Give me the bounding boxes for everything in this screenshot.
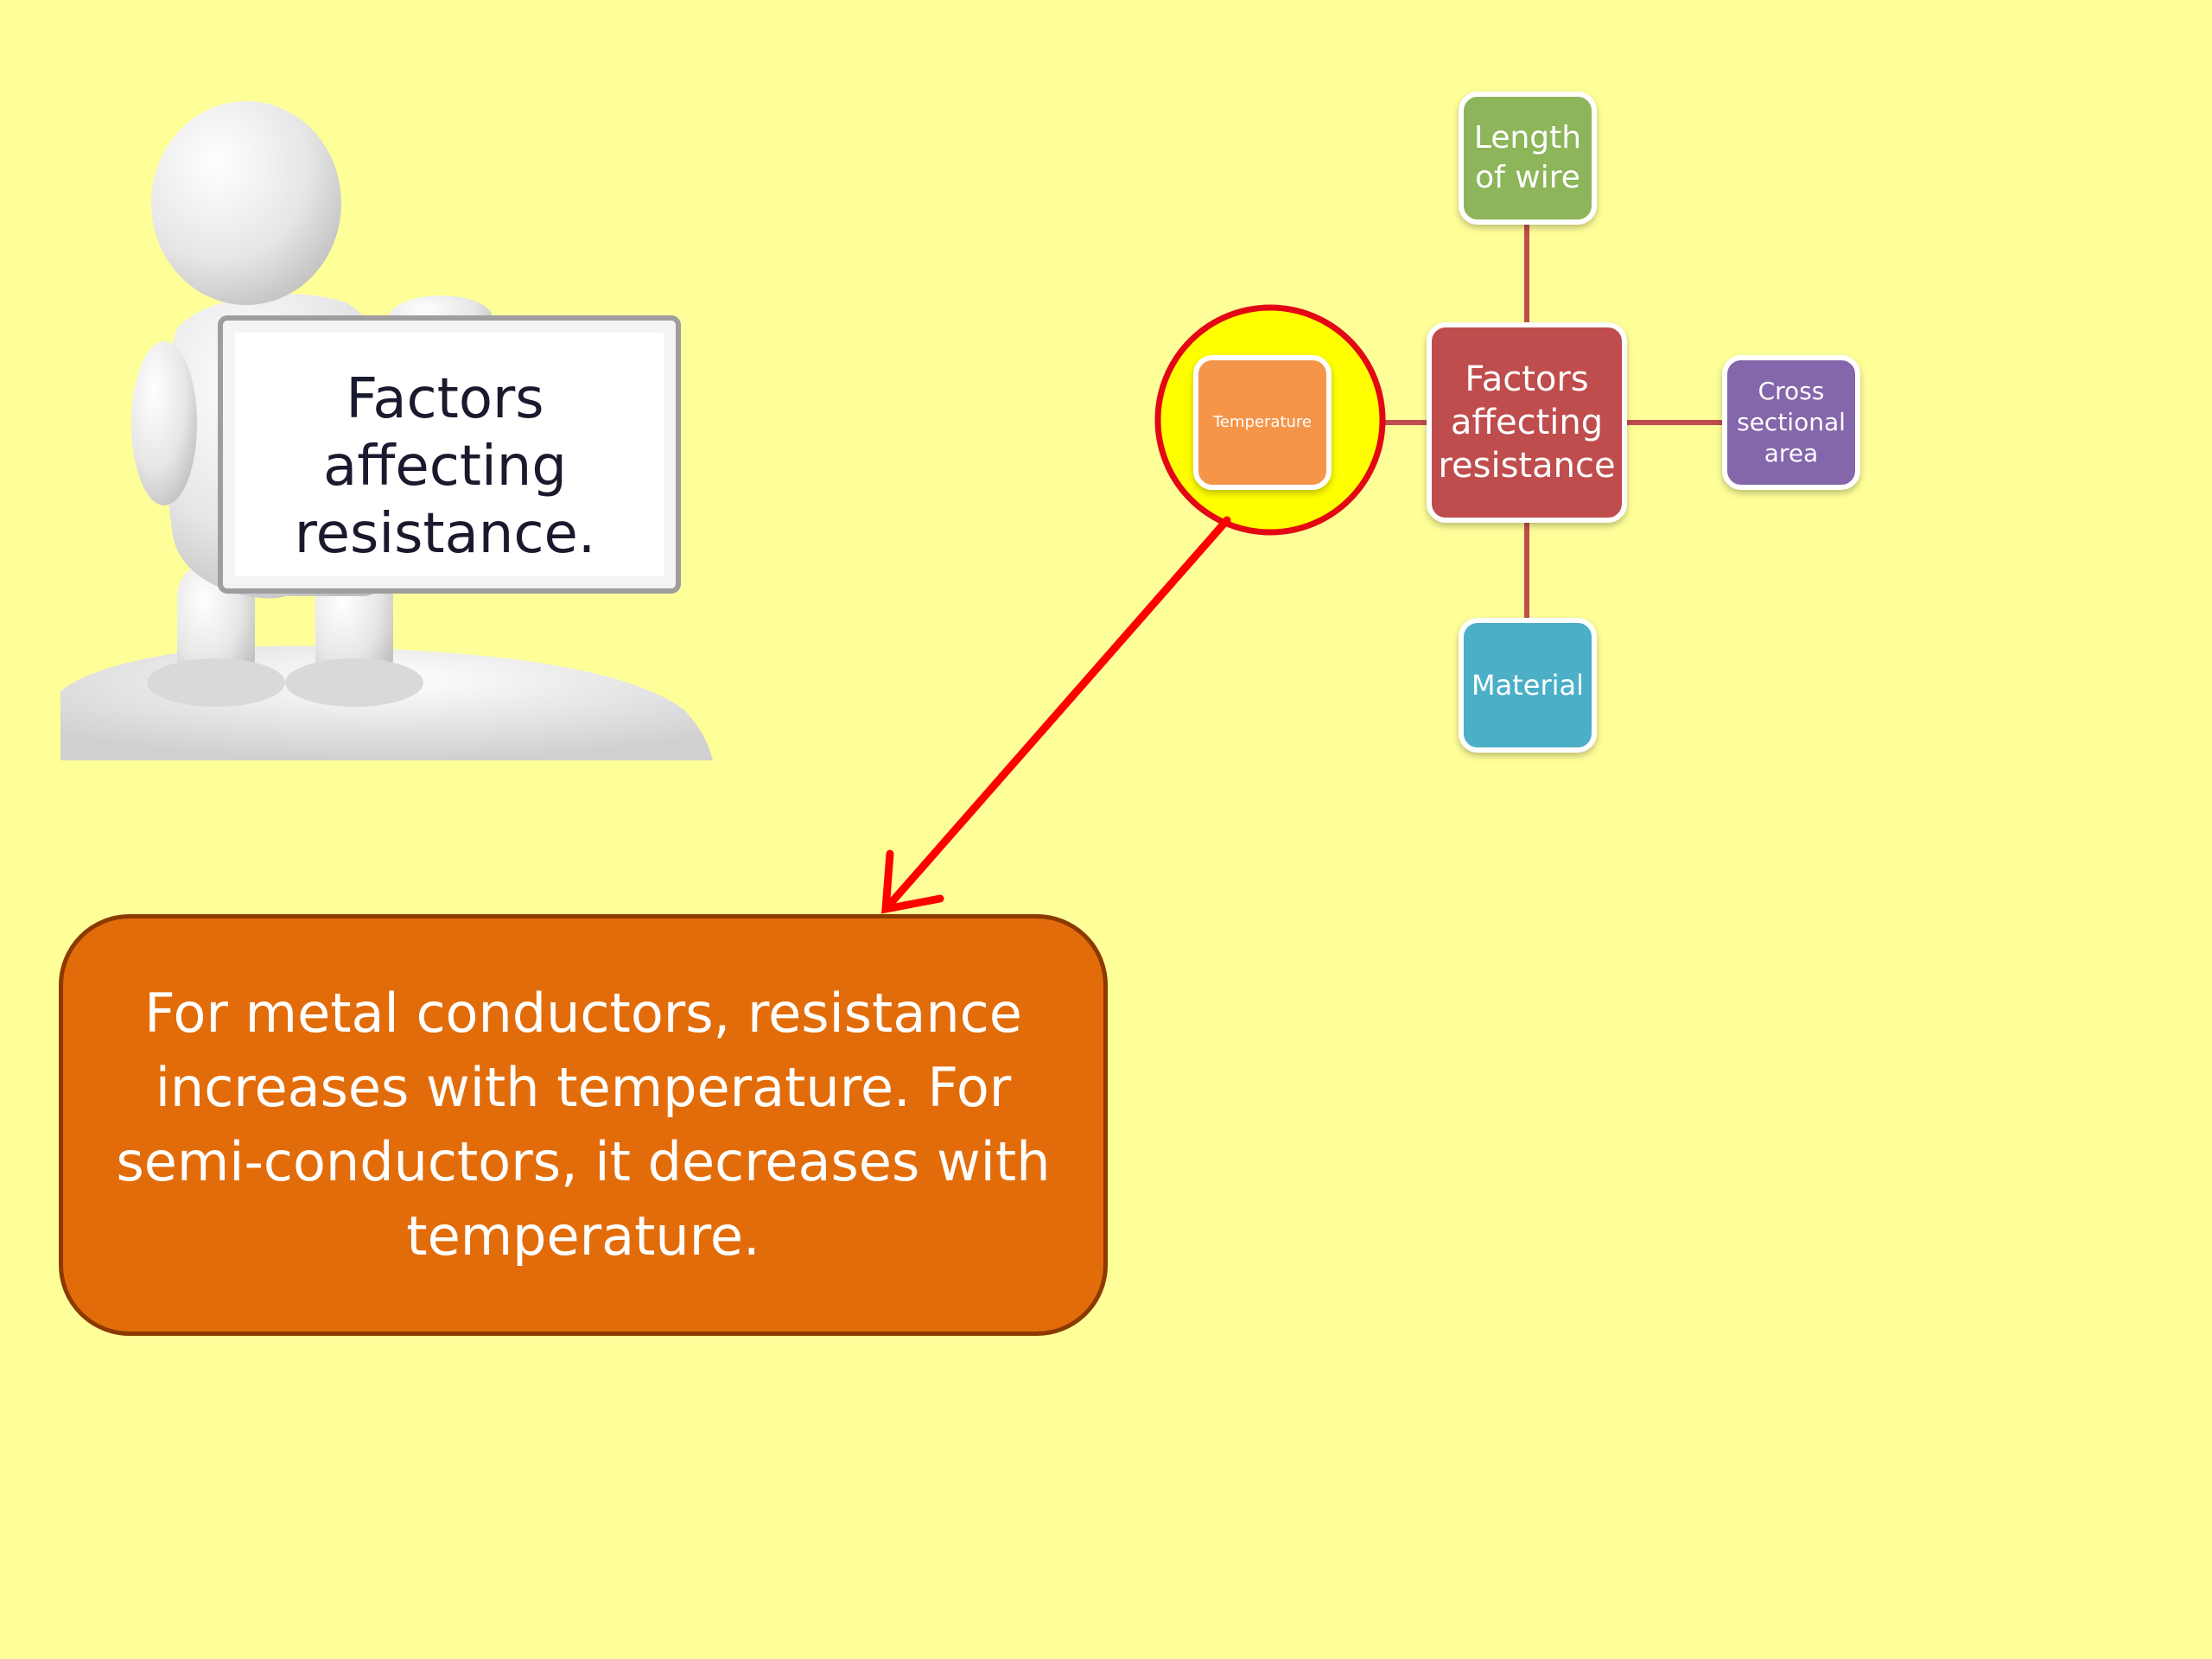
- node-temperature: Temperature: [1193, 355, 1332, 490]
- arrow-icon: [881, 516, 1231, 914]
- node-factors-center: Factors affecting resistance: [1427, 322, 1627, 523]
- node-length-of-wire: Length of wire: [1459, 92, 1597, 225]
- sign-text: Factors affecting resistance.: [294, 367, 596, 566]
- node-material: Material: [1459, 618, 1597, 753]
- person-holding-sign-icon: [60, 101, 713, 760]
- node-cross-sectional-area: Cross sectional area: [1722, 355, 1860, 490]
- temperature-callout-box: For metal conductors, resistance increas…: [59, 914, 1108, 1336]
- callout-text: For metal conductors, resistance increas…: [116, 982, 1051, 1268]
